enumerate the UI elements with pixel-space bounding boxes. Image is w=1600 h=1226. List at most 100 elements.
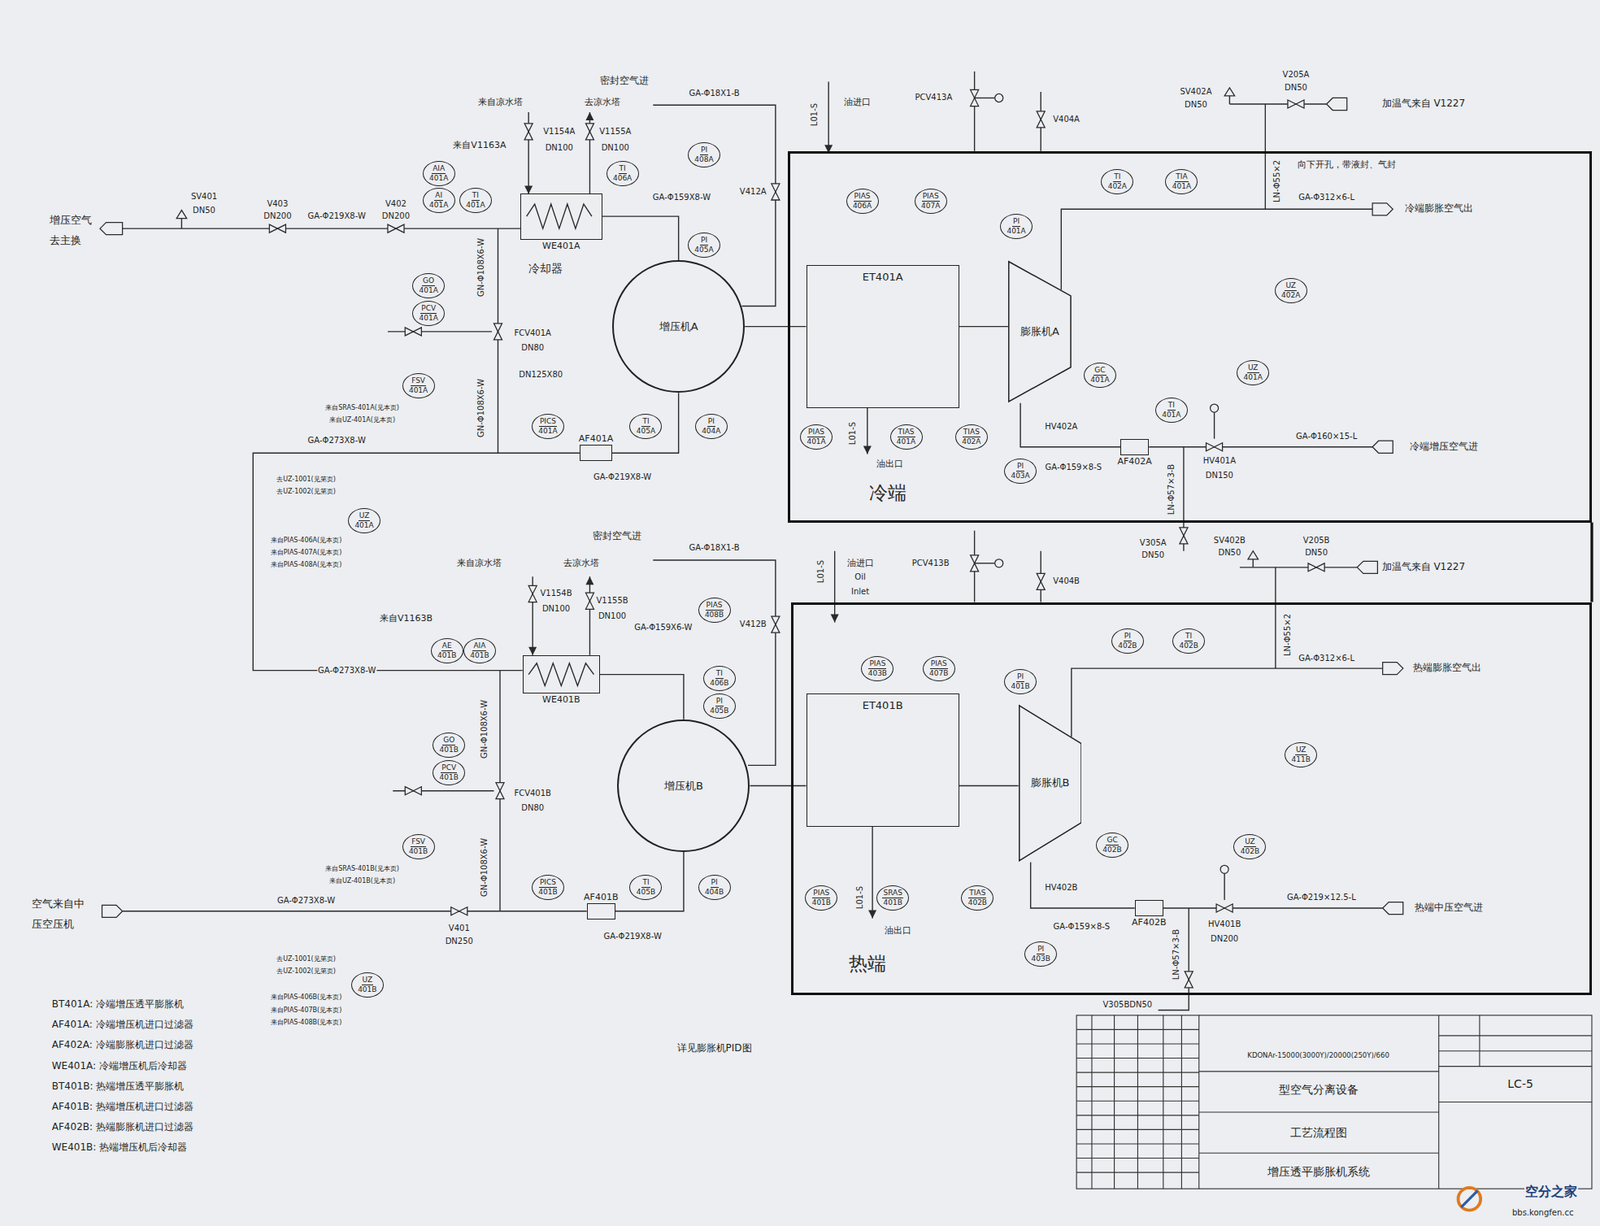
instrument-tag: UZ <box>1247 363 1260 374</box>
drawing-label: V404B <box>1052 577 1081 587</box>
drawing-label: DN80 <box>520 343 545 353</box>
drawing-label: 空气来自中 <box>30 898 86 911</box>
instrument-bubble: TI406B <box>703 665 736 692</box>
drawing-label: DN50 <box>1283 82 1309 93</box>
drawing-label: KDONAr-15000(3000Y)/20000(250Y)/660 <box>1246 1052 1391 1061</box>
drawing-label: 冷端增压空气进 <box>1408 441 1479 453</box>
watermark-logo <box>1460 1191 1478 1208</box>
instrument-bubble: PIAS403B <box>860 656 894 682</box>
instrument-tag: 403B <box>1030 954 1052 964</box>
drawing-label: HV401B <box>1207 919 1242 930</box>
instrument-tag: 405B <box>635 887 657 897</box>
instrument-tag: FSV <box>410 837 427 848</box>
drawing-label: GN-Φ108X6-W <box>477 237 487 298</box>
valve-symbol <box>585 123 594 140</box>
drawing-label: V401 <box>447 923 471 934</box>
drawing-label: DN150 <box>1204 470 1235 481</box>
filter-box: AF401A <box>579 444 613 461</box>
drawing-label: GN-Φ108X6-W <box>479 699 490 760</box>
drawing-label: SV401 <box>190 191 218 202</box>
drawing-label: L01-S <box>848 421 859 446</box>
valve-symbol <box>970 89 979 106</box>
drawing-label: GA-Φ159×8-S <box>1044 462 1104 473</box>
compressor-circle: 增压机A <box>612 260 745 393</box>
valve-symbol <box>404 786 422 796</box>
safety-valve <box>176 210 187 219</box>
instrument-bubble: PI401A <box>1000 213 1033 240</box>
instrument-tag: PIAS <box>812 888 831 899</box>
valve-symbol <box>451 907 468 916</box>
instrument-tag: GC <box>1105 835 1118 846</box>
drawing-label: 去UZ-1002(见第页) <box>275 487 337 496</box>
instrument-tag: PIAS <box>930 659 948 670</box>
drawing-label: DN250 <box>444 937 474 948</box>
drawing-label: HV402B <box>1043 882 1079 893</box>
flow-arrow <box>585 576 594 585</box>
drawing-label: 来自PIAS-408B(见本页) <box>269 1018 344 1027</box>
drawing-label: 来自PIAS-407B(见本页) <box>269 1006 344 1014</box>
pipe-line <box>252 452 580 670</box>
instrument-bubble: PICS401A <box>531 413 565 440</box>
drawing-label: V1155A <box>598 126 632 137</box>
instrument-tag: 401A <box>353 521 374 531</box>
cooler-box: WE401A <box>520 193 602 240</box>
drawing-label: 型空气分离设备 <box>1278 1082 1360 1096</box>
expander-outline <box>1018 705 1081 861</box>
drawing-label: 油进口 <box>846 557 875 569</box>
valve-symbol <box>1220 865 1229 874</box>
process-pipe <box>834 551 835 623</box>
instrument-tag: 401B <box>436 651 457 661</box>
instrument-tag: UZ <box>1295 745 1308 756</box>
instrument-tag: 405B <box>708 706 730 716</box>
valve-symbol <box>528 585 537 602</box>
instrument-tag: PI <box>1123 631 1132 642</box>
drawing-label: 来自V1163A <box>452 140 507 152</box>
drawing-label: V305A <box>1139 538 1168 548</box>
off-page-connector <box>1372 203 1393 216</box>
instrument-bubble: AI401A <box>422 187 456 214</box>
process-pipe <box>589 576 591 656</box>
instrument-tag: 406A <box>852 201 873 211</box>
instrument-tag: 402A <box>1107 182 1128 192</box>
instrument-bubble: PI405A <box>687 232 721 258</box>
instrument-tag: PICS <box>539 417 557 427</box>
instrument-tag: 405A <box>693 245 714 255</box>
expander-unit-box: ET401B <box>806 693 960 827</box>
instrument-tag: 401B <box>439 745 460 755</box>
drawing-label: WE401A: 冷端增压机后冷却器 <box>51 1060 188 1073</box>
valve-symbol <box>585 592 594 609</box>
instrument-tag: 402B <box>1239 847 1261 857</box>
drawing-label: 油进口 <box>843 96 872 108</box>
drawing-label: V205B <box>1302 535 1331 546</box>
expander-outline <box>1008 261 1071 402</box>
pipe-spec: GA-Φ273X8-W <box>317 665 377 676</box>
expander-unit-box: ET401A <box>806 265 960 409</box>
equipment-name: WE401B <box>541 694 581 705</box>
equipment-name: WE401A <box>541 240 581 252</box>
instrument-tag: TI <box>471 191 480 201</box>
drawing-label: Oil <box>853 573 866 583</box>
drawing-label: L01-S <box>809 101 820 127</box>
pipe-line <box>600 674 684 720</box>
instrument-tag: 401A <box>465 200 486 210</box>
instrument-tag: 402B <box>1117 641 1138 651</box>
instrument-tag: AI <box>434 191 444 201</box>
instrument-tag: PI <box>1012 217 1021 227</box>
flow-arrow <box>528 647 537 656</box>
drawing-label: GA-Φ273X8-W <box>307 435 367 446</box>
off-page-connector <box>1372 440 1393 453</box>
drawing-label: GA-Φ160×15-L <box>1295 431 1358 442</box>
instrument-bubble: UZ411B <box>1284 742 1318 768</box>
drawing-label: GN-Φ108X6-W <box>477 378 487 439</box>
cooler-coil <box>526 204 592 229</box>
instrument-tag: PICS <box>539 878 557 888</box>
drawing-label: V1154B <box>539 589 573 600</box>
instrument-bubble: TIAS401A <box>890 424 923 450</box>
filter-box: AF402A <box>1120 439 1149 456</box>
instrument-tag: 401B <box>469 651 490 661</box>
instrument-bubble: PIAS401B <box>804 885 838 911</box>
drawing-label: 加温气来自 V1227 <box>1381 561 1467 574</box>
drawing-label: GA-Φ312×6-L <box>1297 193 1356 204</box>
